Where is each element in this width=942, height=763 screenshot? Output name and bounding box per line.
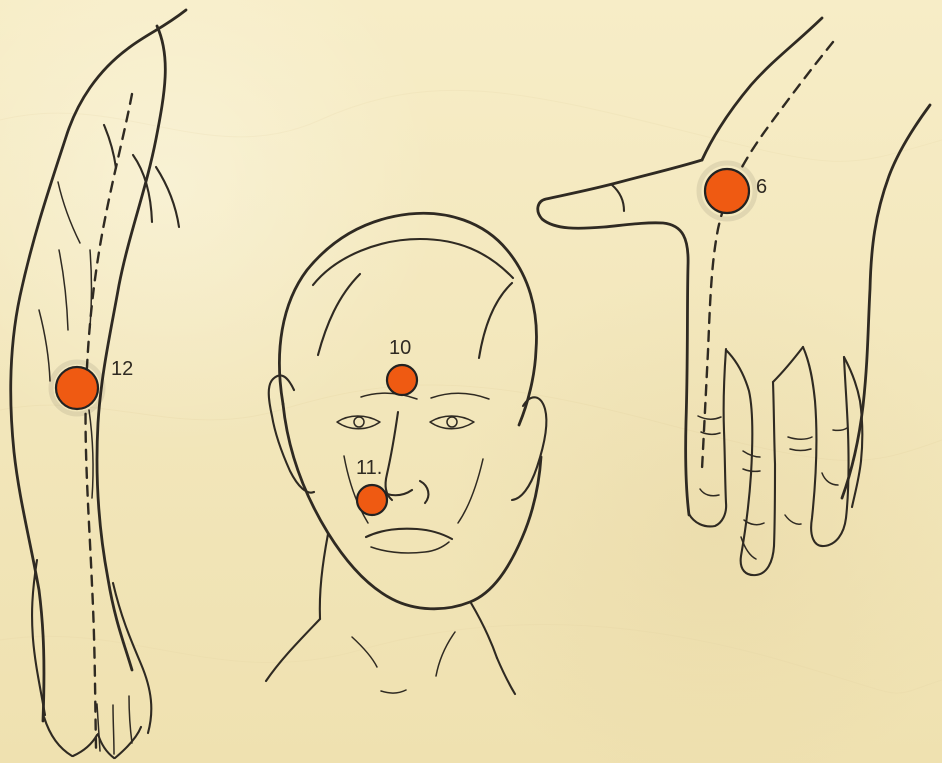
- point-6-label: 6: [756, 176, 767, 198]
- left-finger-line-2: [113, 705, 114, 754]
- left-arm-muscle-line-1: [58, 182, 80, 243]
- left-arm-shoulder-line: [104, 125, 116, 168]
- hairline-front: [313, 239, 513, 285]
- point-11-label: 11.: [356, 457, 382, 479]
- hand-meridian-line: [702, 42, 833, 469]
- ring-finger-base: [773, 347, 803, 382]
- left-hand-outline-1: [44, 717, 72, 756]
- left-arm-muscle-line-5: [89, 410, 93, 498]
- nose-bridge: [386, 412, 398, 500]
- index-nail: [700, 489, 719, 496]
- point-12-label: 12: [111, 358, 133, 380]
- right-nostril: [420, 481, 428, 503]
- little-nail: [822, 473, 838, 485]
- right-hand-drawing: 6: [538, 18, 930, 575]
- ring-nail: [785, 515, 801, 524]
- collarbone-center: [381, 690, 406, 693]
- right-brow: [431, 393, 489, 399]
- left-shoulder: [266, 619, 320, 681]
- face-drawing: 10 11.: [266, 213, 546, 694]
- neck-line-1: [352, 637, 377, 667]
- right-iris: [447, 417, 457, 427]
- left-ear: [269, 375, 314, 492]
- middle-finger: [726, 350, 775, 575]
- left-neck: [320, 534, 328, 619]
- finger-crease-7: [698, 416, 721, 419]
- mouth-top: [366, 529, 452, 539]
- point-11-dot[interactable]: [357, 485, 387, 515]
- point-10-label: 10: [389, 337, 411, 359]
- point-10-dot[interactable]: [387, 365, 417, 395]
- right-cheek-line: [458, 459, 483, 523]
- left-finger-line-3: [129, 696, 132, 743]
- left-hand-outline-4: [115, 727, 141, 758]
- thumb-and-palm-left: [538, 160, 702, 515]
- left-hand-outline-2: [73, 735, 97, 756]
- left-finger-line-1: [97, 704, 100, 751]
- point-12-dot[interactable]: [56, 367, 98, 409]
- left-forearm-inner: [113, 583, 151, 733]
- hair-strand-2: [479, 283, 512, 358]
- finger-crease-3: [788, 437, 812, 439]
- neck-line-2: [436, 632, 455, 676]
- left-arm-muscle-line-2: [59, 250, 68, 330]
- right-hand-wrist-top: [702, 18, 822, 160]
- ring-finger: [803, 347, 849, 546]
- right-ear: [512, 397, 546, 500]
- left-arm-outline-inner: [97, 26, 165, 670]
- left-arm-drawing: 12: [11, 10, 186, 758]
- right-neck: [471, 603, 497, 658]
- finger-crease-5: [833, 428, 847, 430]
- left-arm-biceps-line: [156, 167, 179, 227]
- hair-strand-1: [318, 274, 360, 355]
- right-shoulder: [497, 658, 515, 694]
- mouth-bottom: [371, 542, 449, 553]
- point-6-dot[interactable]: [705, 169, 749, 213]
- finger-crease-4: [790, 449, 811, 451]
- left-arm-muscle-line-4: [39, 310, 50, 381]
- right-hand-outer-edge: [842, 105, 930, 498]
- thumb-nail-line: [612, 185, 624, 211]
- left-iris: [354, 417, 364, 427]
